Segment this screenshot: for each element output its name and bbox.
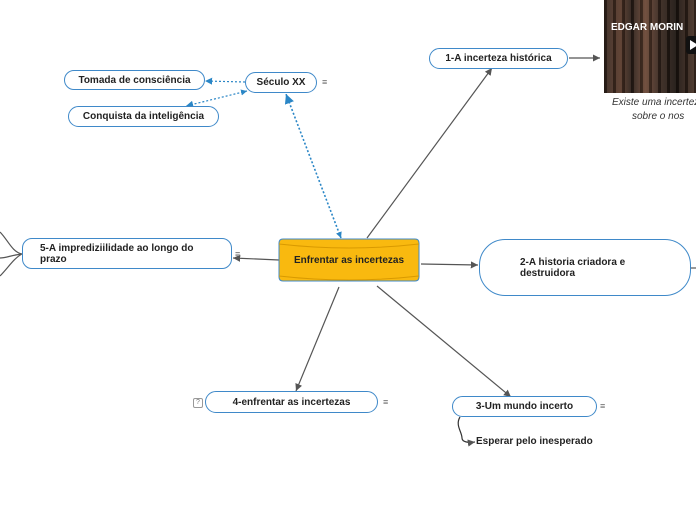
- node-enfrentar[interactable]: 4-enfrentar as incertezas: [205, 391, 378, 413]
- node-label: 2-A historia criadora e destruidora: [520, 257, 670, 279]
- video-thumbnail[interactable]: EDGAR MORIN: [604, 0, 696, 93]
- video-title: EDGAR MORIN: [611, 22, 683, 33]
- notes-icon[interactable]: ≡: [383, 398, 388, 407]
- media-caption-line-2: sobre o nos: [632, 111, 684, 122]
- connector-historia: [421, 264, 478, 265]
- node-esperar[interactable]: Esperar pelo inesperado: [476, 436, 593, 447]
- relation-seculo: [286, 94, 341, 238]
- node-tomada[interactable]: Tomada de consciência: [64, 70, 205, 90]
- node-historica[interactable]: 1-A incerteza histórica: [429, 48, 568, 69]
- node-historia[interactable]: 2-A historia criadora e destruidora: [479, 239, 691, 296]
- play-icon[interactable]: [686, 36, 696, 54]
- node-label: Conquista da inteligência: [83, 111, 204, 122]
- node-label: 1-A incerteza histórica: [445, 53, 551, 64]
- thumbnail-image: [604, 0, 696, 93]
- connector-historica: [367, 68, 492, 238]
- node-mundo[interactable]: 3-Um mundo incerto: [452, 396, 597, 417]
- question-icon[interactable]: ?: [193, 398, 203, 408]
- central-topic[interactable]: Enfrentar as incertezas: [279, 239, 419, 281]
- notes-icon[interactable]: ≡: [235, 250, 240, 259]
- connector-mundo: [377, 286, 511, 397]
- notes-icon[interactable]: ≡: [600, 402, 605, 411]
- notes-icon[interactable]: ≡: [322, 78, 327, 87]
- node-label: Século XX: [257, 77, 306, 88]
- connector-enfrentar: [296, 287, 339, 391]
- relation-tomada: [205, 81, 245, 82]
- media-caption-line-1: Existe uma incertez: [612, 97, 696, 108]
- connector-left-children: [0, 232, 22, 276]
- node-seculo-xx[interactable]: Século XX: [245, 72, 317, 93]
- relation-conquista: [186, 91, 247, 106]
- node-label: 5-A imprediziilidade ao longo do prazo: [40, 243, 211, 265]
- node-label: Tomada de consciência: [78, 75, 190, 86]
- central-topic-label: Enfrentar as incertezas: [279, 239, 419, 281]
- node-conquista[interactable]: Conquista da inteligência: [68, 106, 219, 127]
- connector-esperar: [458, 417, 475, 442]
- node-label: 4-enfrentar as incertezas: [233, 397, 351, 408]
- node-imprevisibilidade[interactable]: 5-A imprediziilidade ao longo do prazo: [22, 238, 232, 269]
- node-label: 3-Um mundo incerto: [476, 401, 573, 412]
